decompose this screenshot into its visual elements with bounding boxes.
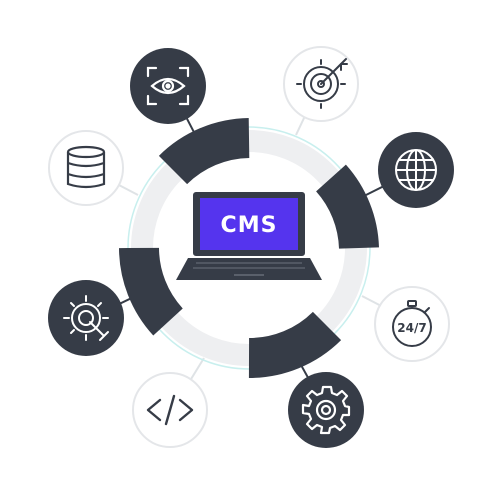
node-stopwatch: 24/7	[374, 286, 450, 362]
ring-arc-right	[315, 164, 379, 250]
node-database	[48, 130, 124, 206]
code-icon	[146, 394, 194, 426]
globe-icon	[395, 149, 437, 191]
laptop: CMS	[176, 192, 322, 280]
laptop-base	[176, 258, 322, 280]
stopwatch-label: 24/7	[397, 321, 426, 335]
laptop-screen	[200, 198, 298, 250]
node-wrench-circle	[48, 280, 124, 356]
node-wrench-gear	[48, 280, 124, 356]
eye-scan-icon	[146, 66, 190, 106]
ring-arc-left	[119, 247, 184, 336]
ring-arc-top	[158, 118, 250, 185]
stopwatch-24-7-icon	[392, 300, 432, 347]
cms-label: CMS	[221, 213, 278, 238]
node-gear-circle	[288, 372, 364, 448]
node-eye-scan	[130, 48, 206, 124]
ring-arc-bottom	[248, 311, 342, 379]
node-code	[132, 372, 208, 448]
gear-icon	[301, 385, 351, 435]
node-target	[283, 46, 359, 122]
node-stopwatch-circle	[374, 286, 450, 362]
database-icon	[66, 145, 106, 189]
node-globe	[378, 132, 454, 208]
wrench-gear-icon	[63, 295, 109, 341]
node-gear	[288, 372, 364, 448]
node-database-circle	[48, 130, 124, 206]
target-icon	[296, 58, 348, 109]
